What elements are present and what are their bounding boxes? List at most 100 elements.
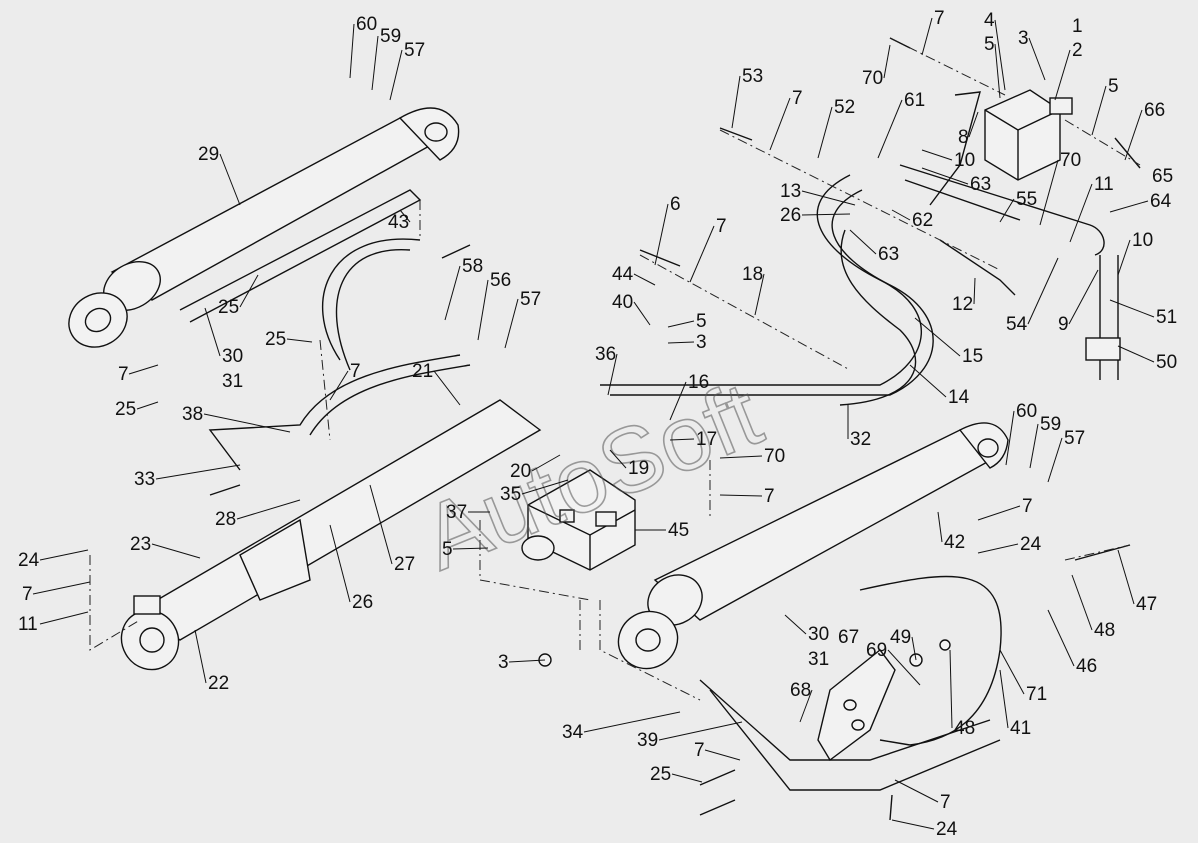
callout-28-label: 28	[215, 509, 236, 530]
callout-69-label: 69	[866, 640, 887, 661]
callout-28-leader	[236, 499, 301, 520]
callout-11a-leader	[39, 611, 89, 625]
callout-63b-label: 63	[878, 244, 899, 265]
callout-48a-leader	[1071, 574, 1093, 631]
callout-24a-label: 24	[18, 550, 40, 571]
callout-62-leader	[891, 209, 911, 221]
callout-10b-label: 10	[1132, 230, 1153, 251]
valve-assembly-top-right	[929, 89, 1073, 206]
callout-69-leader	[887, 649, 921, 686]
callout-7b-label: 7	[350, 361, 361, 382]
callout-33-label: 33	[134, 469, 155, 490]
callout-50-label: 50	[1156, 352, 1177, 373]
callout-63b-leader	[849, 229, 877, 255]
callout-60b-label: 60	[1016, 401, 1037, 422]
callout-51-leader	[1109, 299, 1155, 318]
callout-30b-leader	[784, 614, 807, 635]
callout-11b-leader	[1069, 183, 1093, 243]
callout-9-label: 9	[1058, 314, 1069, 335]
callout-5c-label: 5	[984, 34, 995, 55]
callout-8-label: 8	[958, 127, 969, 148]
callout-39-label: 39	[637, 730, 658, 751]
callout-20-leader	[531, 454, 561, 472]
callout-25c-leader	[286, 338, 313, 343]
callout-62-label: 62	[912, 210, 933, 231]
callout-34-leader	[583, 711, 681, 733]
callout-41-leader	[999, 669, 1009, 729]
callout-59a-label: 59	[380, 26, 401, 47]
callout-24c-leader	[891, 819, 935, 830]
callout-7b-leader	[329, 370, 349, 401]
callout-30a-leader	[204, 307, 221, 357]
callout-14-leader	[909, 364, 947, 398]
callout-66-label: 66	[1144, 100, 1165, 121]
callout-15-label: 15	[962, 346, 983, 367]
callout-25d-label: 25	[650, 764, 671, 785]
callout-7a-leader	[128, 364, 159, 375]
callout-24b-label: 24	[1020, 534, 1042, 555]
callout-55-label: 55	[1016, 189, 1037, 210]
callout-25a-leader	[239, 274, 259, 308]
callout-27-label: 27	[394, 554, 415, 575]
callout-4-label: 4	[984, 10, 995, 31]
callout-25a-label: 25	[218, 297, 239, 318]
callout-68-label: 68	[790, 680, 811, 701]
callout-42-label: 42	[944, 532, 965, 553]
callout-7i-label: 7	[694, 740, 705, 761]
callout-34-label: 34	[562, 722, 584, 743]
callout-7f-leader	[769, 97, 791, 151]
callout-24a-leader	[39, 549, 89, 561]
callout-6-leader	[654, 203, 669, 266]
callout-36-label: 36	[595, 344, 616, 365]
callout-26a-leader	[329, 524, 351, 603]
callout-64-leader	[1109, 200, 1149, 213]
fasteners	[209, 37, 1141, 821]
callout-24b-leader	[977, 543, 1019, 554]
callout-5a-leader	[667, 320, 695, 328]
callout-45-label: 45	[668, 520, 689, 541]
callout-7j-leader	[894, 779, 939, 803]
callout-40-label: 40	[612, 292, 633, 313]
callout-23-label: 23	[130, 534, 151, 555]
callout-35-leader	[521, 479, 569, 495]
callout-10a-leader	[921, 149, 953, 161]
callout-3c-leader	[1028, 37, 1046, 81]
callout-38-leader	[203, 413, 291, 433]
callout-5a-label: 5	[696, 311, 707, 332]
callout-48b-leader	[949, 649, 953, 729]
callout-51-label: 51	[1156, 307, 1177, 328]
callout-42-leader	[937, 511, 943, 543]
callout-26a-label: 26	[352, 592, 373, 613]
callout-39-leader	[658, 721, 743, 741]
callout-59b-leader	[1029, 423, 1039, 469]
callout-23-leader	[151, 543, 201, 559]
callout-7g-leader	[921, 17, 933, 56]
callout-19-leader	[609, 449, 627, 469]
callout-47-leader	[1117, 549, 1135, 605]
callout-9-leader	[1068, 269, 1099, 325]
callout-36-leader	[607, 353, 618, 396]
callout-22-label: 22	[208, 673, 229, 694]
callout-3b-leader	[508, 659, 546, 663]
callout-16-leader	[669, 381, 687, 421]
callout-46-label: 46	[1076, 656, 1097, 677]
valve-block	[521, 469, 636, 571]
callout-48a-label: 48	[1094, 620, 1115, 641]
callout-44-leader	[633, 273, 656, 286]
callout-7h-label: 7	[1022, 496, 1033, 517]
callout-3c-label: 3	[1018, 28, 1029, 49]
callout-43-label: 43	[388, 212, 409, 233]
callout-29-leader	[219, 153, 241, 206]
callout-65-label: 65	[1152, 166, 1173, 187]
callout-46-leader	[1047, 609, 1075, 667]
callout-32-label: 32	[850, 429, 871, 450]
callout-67-label: 67	[838, 627, 859, 648]
callout-60b-leader	[1005, 410, 1015, 466]
callout-5b-leader	[452, 547, 489, 550]
callout-7a-label: 7	[118, 364, 129, 385]
callout-11a-label: 11	[18, 614, 38, 635]
callout-1-label: 1	[1072, 16, 1083, 37]
callout-7e-leader	[719, 494, 763, 497]
callout-30b-label: 30	[808, 624, 829, 645]
